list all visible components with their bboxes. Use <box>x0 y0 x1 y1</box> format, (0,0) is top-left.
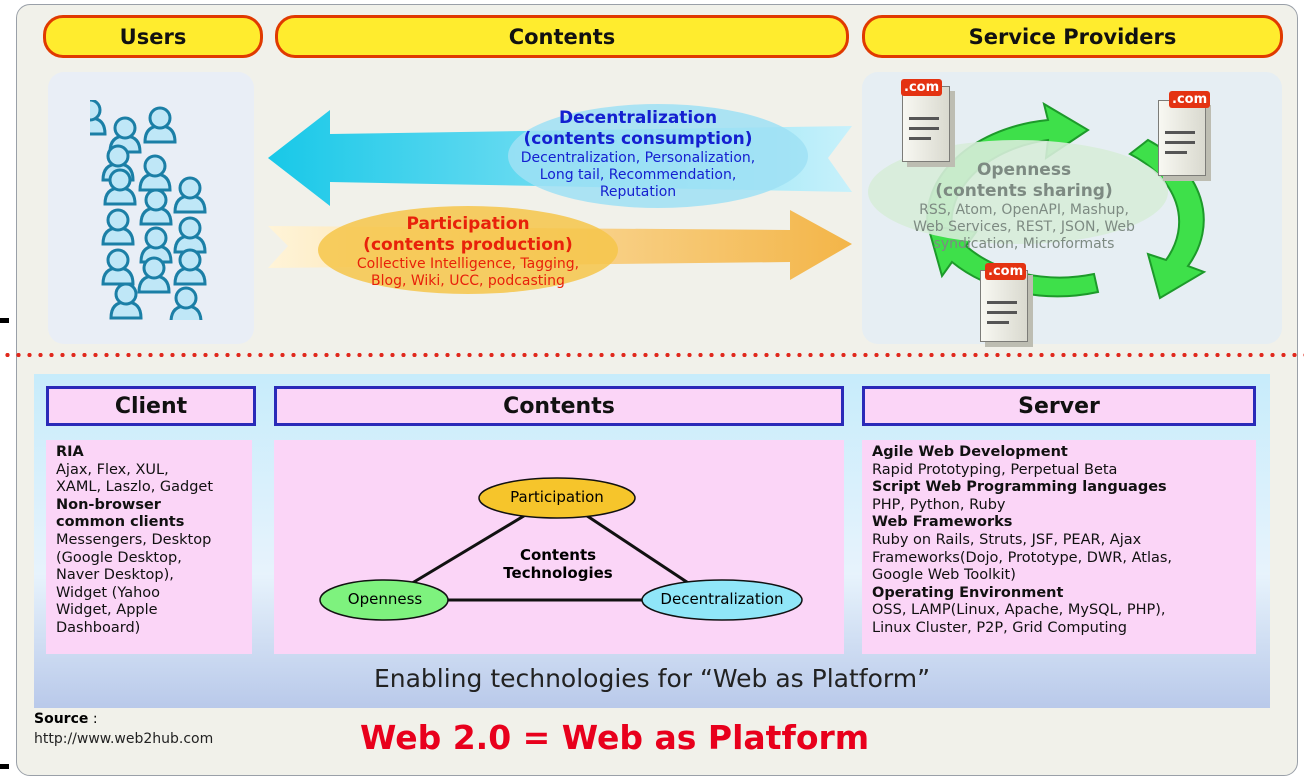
server-heading: Web Frameworks <box>872 514 1013 531</box>
client-heading: common clients <box>56 514 185 531</box>
contents-label-pill: Contents <box>275 15 849 58</box>
openness-title: Openness <box>976 160 1072 180</box>
triangle-center-line: Contents <box>519 546 597 564</box>
source-url: http://www.web2hub.com <box>34 731 214 747</box>
openness-text: Openness (contents sharing) RSS, Atom, O… <box>874 160 1174 253</box>
server-icon: .com <box>901 79 950 162</box>
server-badge: .com <box>901 79 943 96</box>
client-text: Widget (Yahoo <box>56 584 161 601</box>
server-text: PHP, Python, Ruby <box>872 496 1006 513</box>
server-text: Frameworks(Dojo, Prototype, DWR, Atlas, <box>872 549 1173 566</box>
participation-arrow <box>268 206 852 294</box>
server-heading: Script Web Programming languages <box>872 479 1167 496</box>
client-box: RIA Ajax, Flex, XUL, XAML, Laszlo, Gadge… <box>46 440 252 654</box>
openness-line: Web Services, REST, JSON, Web <box>913 219 1135 235</box>
source-colon: : <box>88 711 98 727</box>
contents-label: Contents <box>508 24 616 49</box>
openness-subtitle: (contents sharing) <box>935 181 1113 201</box>
decentralization-text: Decentralization (contents consumption) … <box>478 108 798 201</box>
client-text: Dashboard) <box>56 619 141 636</box>
client-header: Client <box>46 386 256 426</box>
participation-title: Participation <box>406 214 530 234</box>
left-tick-mark <box>0 764 9 769</box>
dotted-divider <box>2 353 1304 357</box>
contents-technologies-triangle <box>319 477 803 621</box>
source-label: Source <box>34 711 89 727</box>
client-text: Messengers, Desktop <box>56 531 212 548</box>
users-label-pill: Users <box>43 15 263 58</box>
server-heading: Agile Web Development <box>872 444 1068 460</box>
triangle-center-line: Technologies <box>503 564 613 582</box>
decentralization-line: Decentralization, Personalization, <box>520 150 756 166</box>
source-label-line: Source : <box>34 711 98 727</box>
server-icon: .com <box>980 263 1028 342</box>
openness-node <box>319 579 449 621</box>
triangle-center-label: Contents Technologies <box>478 546 638 582</box>
decentralization-title: Decentralization <box>558 108 718 128</box>
server-text: Google Web Toolkit) <box>872 567 1016 584</box>
contents-header-label: Contents <box>503 393 615 419</box>
users-crowd-icon <box>90 100 207 320</box>
decentralization-node <box>641 579 803 621</box>
participation-text: Participation (contents production) Coll… <box>308 214 628 290</box>
server-box: Agile Web Development Rapid Prototyping,… <box>862 440 1256 654</box>
openness-cycle-arrows <box>868 101 1207 300</box>
client-text: (Google Desktop, <box>56 549 182 566</box>
client-heading: RIA <box>56 444 84 460</box>
server-text: OSS, LAMP(Linux, Apache, MySQL, PHP), <box>872 602 1166 619</box>
decentralization-node-label: Decentralization <box>660 590 784 608</box>
client-header-label: Client <box>114 393 188 419</box>
contents-header: Contents <box>274 386 844 426</box>
service-providers-label: Service Providers <box>968 24 1177 49</box>
participation-node <box>478 477 636 519</box>
server-icon: .com <box>1158 91 1211 176</box>
server-heading: Operating Environment <box>872 584 1064 601</box>
participation-subtitle: (contents production) <box>363 235 573 255</box>
server-header-label: Server <box>1018 393 1100 419</box>
client-heading: Non-browser <box>56 496 161 513</box>
main-title: Web 2.0 = Web as Platform <box>360 718 870 757</box>
decentralization-arrow <box>268 104 852 208</box>
participation-line: Collective Intelligence, Tagging, <box>356 256 580 272</box>
client-text: Naver Desktop), <box>56 567 174 584</box>
server-header: Server <box>862 386 1256 426</box>
decentralization-subtitle: (contents consumption) <box>523 129 753 149</box>
users-label: Users <box>119 24 187 49</box>
decentralization-line: Reputation <box>599 184 677 200</box>
server-text: Ruby on Rails, Struts, JSF, PEAR, Ajax <box>872 531 1142 548</box>
participation-node-label: Participation <box>510 488 604 506</box>
left-tick-mark <box>0 318 9 323</box>
openness-line: syndication, Microformats <box>933 236 1115 252</box>
service-providers-label-pill: Service Providers <box>862 15 1283 58</box>
server-badge: .com <box>1169 91 1211 108</box>
server-text: Rapid Prototyping, Perpetual Beta <box>872 461 1118 478</box>
enabling-technologies-caption: Enabling technologies for “Web as Platfo… <box>373 664 931 693</box>
server-badge: .com <box>985 263 1027 280</box>
openness-line: RSS, Atom, OpenAPI, Mashup, <box>919 202 1129 218</box>
server-text: Linux Cluster, P2P, Grid Computing <box>872 619 1127 636</box>
client-text: Widget, Apple <box>56 602 158 619</box>
client-text: Ajax, Flex, XUL, <box>56 461 169 478</box>
participation-line: Blog, Wiki, UCC, podcasting <box>371 273 565 289</box>
client-text: XAML, Laszlo, Gadget <box>56 479 214 496</box>
decentralization-line: Long tail, Recommendation, <box>539 167 737 183</box>
openness-node-label: Openness <box>347 590 423 608</box>
